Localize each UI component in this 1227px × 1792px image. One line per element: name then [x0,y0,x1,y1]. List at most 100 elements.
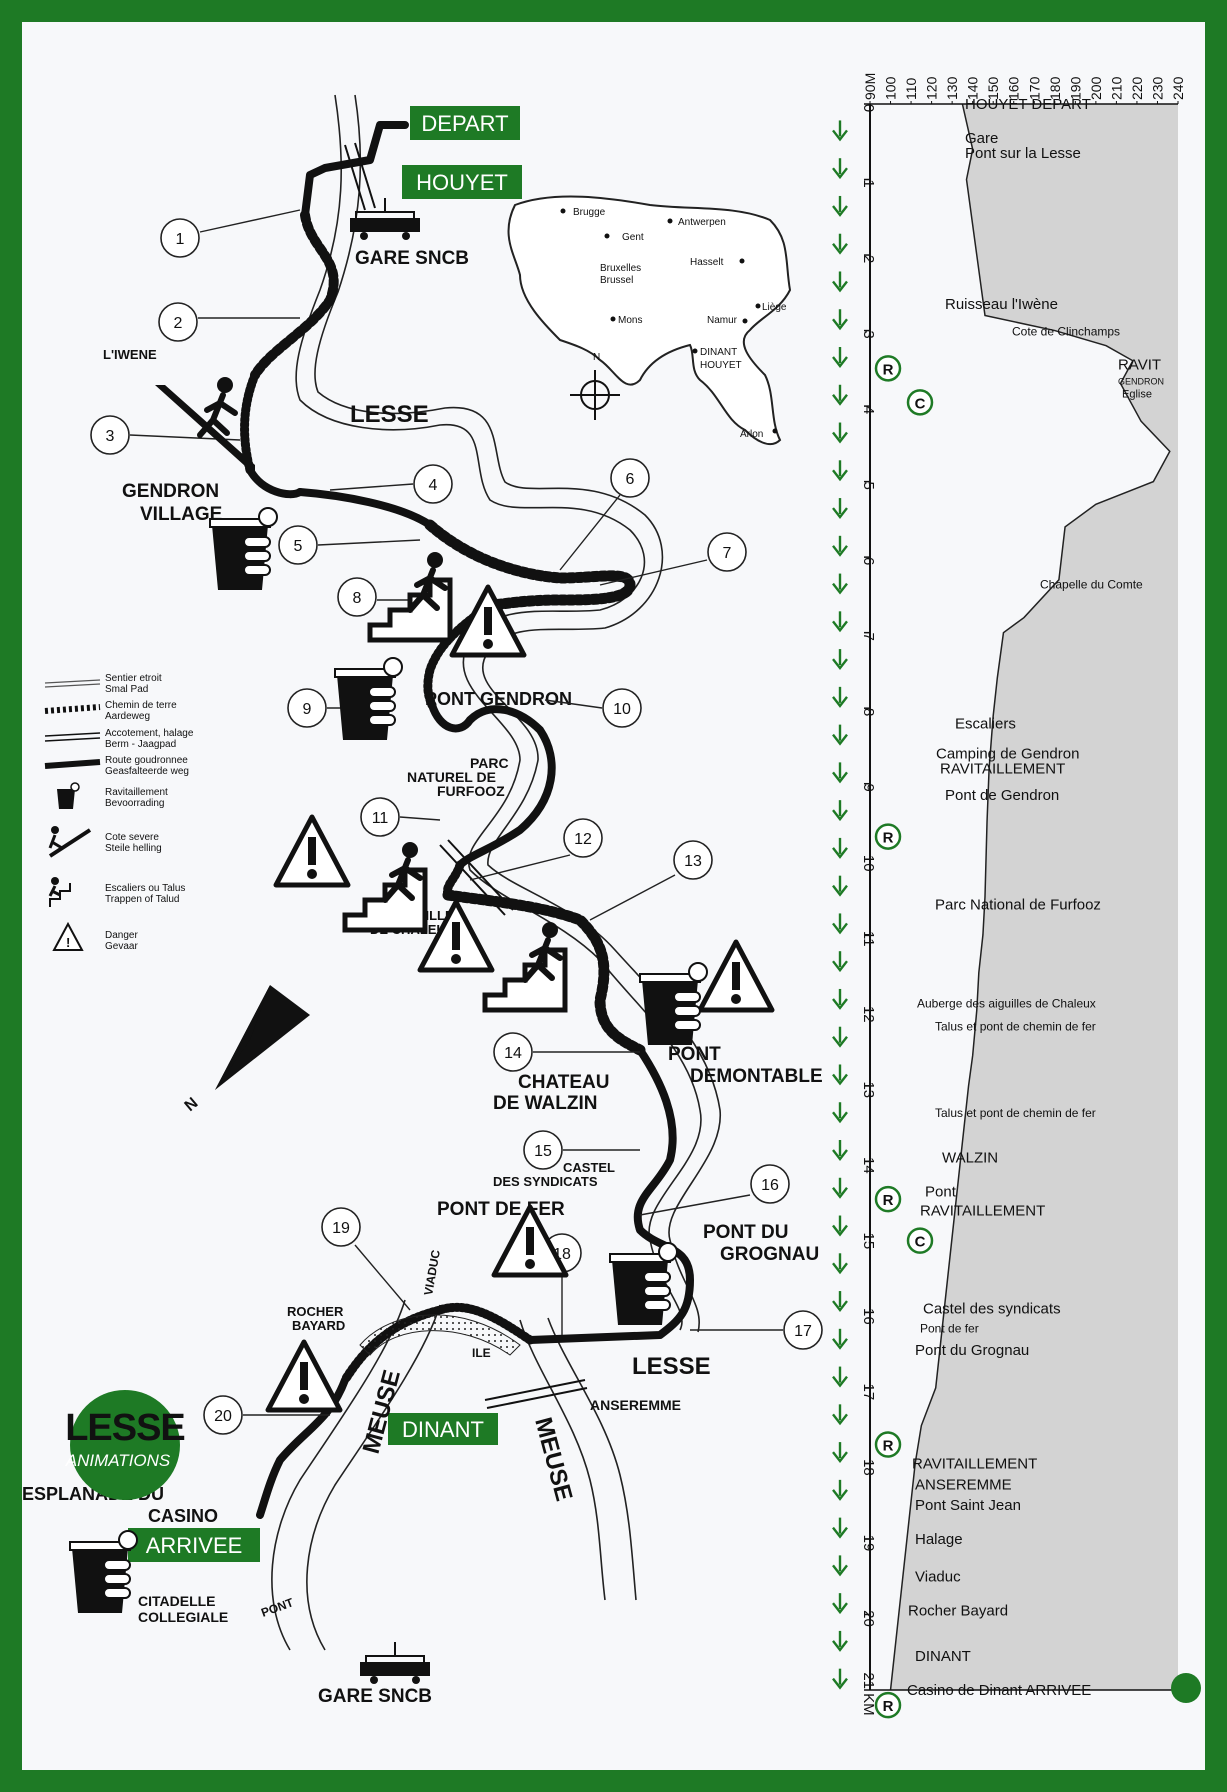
svg-text:R: R [883,1192,894,1209]
inset-city-label: Brugge [573,207,606,218]
arrow-down-icon [832,913,848,935]
svg-text:15: 15 [534,1143,552,1160]
svg-text:C: C [915,1234,926,1251]
km-tick-label: 14 [860,1157,877,1174]
profile-annotation: HOUYET DEPART [965,96,1091,113]
place-label-gare-dinant: GARE SNCB [318,1686,432,1707]
km-tick-label: 13 [860,1081,877,1098]
profile-annotation: Pont Saint Jean [915,1497,1021,1514]
svg-text:1: 1 [176,231,185,248]
elevation-tick-label: 230 [1149,76,1165,100]
checkpoint-6: 6 [559,458,650,571]
place-label-pont-de-fer: PONT DE FER [437,1199,565,1220]
km-tick-label: 8 [860,708,877,716]
label-houyet: HOUYET [402,165,522,199]
arrow-down-icon [832,1479,848,1501]
svg-text:Berm - Jaagpad: Berm - Jaagpad [105,739,176,750]
km-tick-label: 0 [860,104,877,112]
refreshment-cup-icon [209,507,278,590]
profile-annotation: Pont du Grognau [915,1342,1029,1359]
place-label-north: N [182,1095,202,1115]
svg-text:Smal Pad: Smal Pad [105,684,148,695]
profile-annotation: Camping de Gendron [936,746,1079,763]
arrow-down-icon [832,1328,848,1350]
danger-icon [449,584,527,658]
marker-ravitaillement: R [874,355,902,382]
arrow-down-icon [832,1291,848,1313]
marker-ravitaillement: R [874,823,902,850]
danger-icon [491,1204,569,1278]
stairs-icon [482,922,568,1013]
checkpoint-7: 7 [599,532,747,586]
marker-ravitaillement: R [874,1691,902,1719]
arrow-down-icon [832,233,848,255]
place-label-parc-2: NATUREL DE [407,769,496,785]
checkpoint-1: 1 [160,209,301,258]
svg-text:8: 8 [353,590,362,607]
place-label-gare-houyet: GARE SNCB [355,248,469,269]
arrow-down-icon [832,384,848,406]
north-arrow-icon [215,985,310,1090]
profile-annotation: Auberge des aiguilles de Chaleux [917,997,1096,1011]
place-label-ile: ILE [472,1346,491,1360]
place-label-rocher-2: BAYARD [292,1318,345,1333]
checkpoint-13: 13 [589,840,713,921]
arrow-down-icon [832,800,848,822]
profile-annotation: Escaliers [955,715,1016,732]
svg-text:12: 12 [574,831,592,848]
svg-text:Accotement, halage: Accotement, halage [105,728,194,739]
svg-text:LESSE: LESSE [65,1407,185,1449]
arrow-down-icon [832,1517,848,1539]
place-label-lesse-1: LESSE [350,401,429,428]
km-tick-label: 7 [860,632,877,640]
profile-annotation: RAVITAILLEMENT [940,761,1065,778]
elevation-tick-label: 90M [862,73,878,100]
svg-text:R: R [883,1438,894,1455]
inset-city-label: Hasselt [690,257,724,268]
meuse-river [271,1299,637,1651]
arrow-down-icon [832,1026,848,1048]
svg-text:ARRIVEE: ARRIVEE [146,1533,243,1558]
elevation-tick-label: 100 [883,76,899,100]
danger-icon [697,939,775,1013]
arrow-down-icon [832,1366,848,1388]
profile-annotation: Eglise [1122,389,1152,401]
arrow-down-icon [832,1555,848,1577]
arrow-down-icon [832,1253,848,1275]
profile-annotation: Viaduc [915,1569,961,1586]
marker-ravitaillement: R [874,1431,902,1458]
svg-text:Ravitaillement: Ravitaillement [105,787,168,798]
svg-text:Trappen of Talud: Trappen of Talud [105,894,180,905]
checkpoint-15: 15 [523,1130,640,1170]
profile-annotation: Pont sur la Lesse [965,145,1081,162]
refreshment-cup-icon [609,1242,678,1325]
svg-text:20: 20 [214,1408,232,1425]
svg-text:14: 14 [504,1045,522,1062]
elevation-tick-label: 130 [944,76,960,100]
elevation-tick-label: 160 [1006,76,1022,100]
svg-text:R: R [883,1698,894,1715]
arrow-down-icon [832,724,848,746]
elevation-tick-label: 240 [1170,76,1186,100]
place-label-esplanade-2: CASINO [148,1506,218,1526]
place-label-iwene: L'IWENE [103,347,157,362]
refreshment-cup-icon [639,962,708,1045]
place-label-chateau-2: DE WALZIN [493,1093,598,1114]
svg-text:Bevoorrading: Bevoorrading [105,798,164,809]
label-dinant: DINANT [388,1413,498,1445]
checkpoint-10: 10 [544,688,642,728]
elevation-tick-label: 190 [1067,76,1083,100]
train-icon-dinant [360,1642,430,1684]
checkpoint-5: 5 [278,525,421,565]
arrow-down-icon [832,686,848,708]
arrow-down-icon [832,347,848,368]
place-label-lesse-2: LESSE [632,1353,711,1380]
svg-text:Route goudronnee: Route goudronnee [105,755,188,766]
profile-annotation: Parc National de Furfooz [935,897,1101,914]
end-dot [1171,1673,1201,1703]
svg-text:DEPART: DEPART [421,111,508,136]
profile-annotation: Pont de fer [920,1321,979,1335]
